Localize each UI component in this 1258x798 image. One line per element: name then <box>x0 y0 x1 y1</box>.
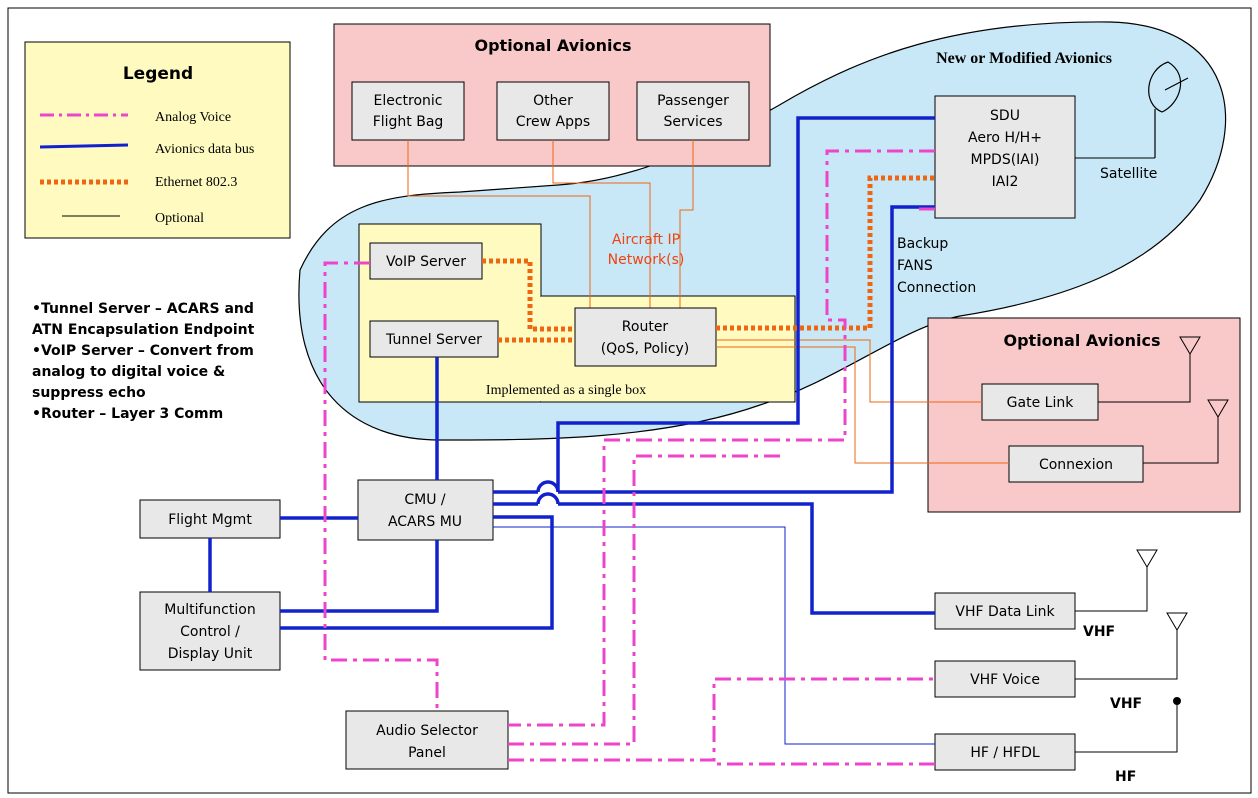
gate-link-antenna-icon <box>1098 336 1201 403</box>
network-label-2: Network(s) <box>608 252 685 268</box>
sdu-label-4: IAI2 <box>992 174 1019 190</box>
vhf-voice-band-label: VHF <box>1110 696 1142 712</box>
satellite-label: Satellite <box>1100 166 1157 182</box>
hf-antenna-icon <box>1075 701 1178 753</box>
gate-link-box <box>981 383 1099 421</box>
satellite-dish-icon <box>1148 61 1189 158</box>
router-box <box>574 307 717 367</box>
legend-data-bus-swatch <box>39 143 129 149</box>
connexion-box <box>1008 445 1144 483</box>
note-line-4: analog to digital voice & <box>32 364 225 380</box>
legend-label-optional: Optional <box>155 211 204 226</box>
flight-mgmt-label: Flight Mgmt <box>168 512 252 528</box>
voip-server-box <box>369 242 483 280</box>
sdu-label-2: Aero H/H+ <box>968 130 1042 146</box>
mcdu-box <box>139 591 281 671</box>
audio-panel-box <box>345 710 509 770</box>
cmu-box <box>357 479 494 541</box>
note-line-2: ATN Encapsulation Endpoint <box>32 322 255 338</box>
vhf-data-link-label: VHF Data Link <box>955 604 1055 620</box>
mcdu-label-2: Control / <box>180 624 240 640</box>
mcdu-label-1: Multifunction <box>164 602 255 618</box>
gate-link-label: Gate Link <box>1007 395 1075 411</box>
flight-mgmt-box <box>139 499 281 539</box>
sdu-label-3: MPDS(IAI) <box>971 152 1040 168</box>
crew-apps-label-1: Other <box>533 93 573 109</box>
router-label-1: Router <box>622 319 669 335</box>
note-line-3: •VoIP Server – Convert from <box>32 343 254 359</box>
legend-label-data-bus: Avionics data bus <box>155 142 254 157</box>
backup-label-2: FANS <box>897 258 933 274</box>
analog-voice-lines <box>323 149 935 766</box>
crew-apps-label-2: Crew Apps <box>516 114 590 130</box>
network-label-1: Aircraft IP <box>612 232 680 248</box>
legend-label-analog-voice: Analog Voice <box>155 110 231 125</box>
audio-panel-label-1: Audio Selector <box>376 723 478 739</box>
backup-label-3: Connection <box>897 280 976 296</box>
vhf-voice-label: VHF Voice <box>970 672 1040 688</box>
voip-server-label: VoIP Server <box>386 254 466 270</box>
backup-label-1: Backup <box>897 236 948 252</box>
passenger-services-box <box>636 81 750 141</box>
sdu-label-1: SDU <box>990 108 1020 124</box>
crew-apps-box <box>496 81 610 141</box>
hf-band-label: HF <box>1115 769 1136 785</box>
cmu-to-hf-optional-line <box>493 526 935 745</box>
connexion-antenna-icon <box>1143 399 1229 464</box>
optional-avionics-top-title: Optional Avionics <box>474 36 631 55</box>
connexion-label: Connexion <box>1039 457 1113 473</box>
tunnel-server-label: Tunnel Server <box>385 332 482 348</box>
note-line-6: •Router – Layer 3 Comm <box>32 406 223 422</box>
cmu-label-1: CMU / <box>404 492 446 508</box>
vhf-data-antenna-icon <box>1075 549 1158 612</box>
note-line-1: •Tunnel Server – ACARS and <box>32 301 254 317</box>
vhf-data-band-label: VHF <box>1083 624 1115 640</box>
avionics-data-bus-lines <box>208 116 935 630</box>
mcdu-label-3: Display Unit <box>168 646 253 662</box>
optional-avionics-right-title: Optional Avionics <box>1003 331 1160 350</box>
hf-hfdl-box <box>934 733 1076 771</box>
note-line-5: suppress echo <box>32 385 146 401</box>
efb-label-1: Electronic <box>373 93 442 109</box>
single-box-caption: Implemented as a single box <box>486 383 646 398</box>
audio-panel-label-2: Panel <box>408 745 446 761</box>
new-avionics-title: New or Modified Avionics <box>936 50 1112 67</box>
notes-block: •Tunnel Server – ACARS and ATN Encapsula… <box>32 301 255 422</box>
sdu-box <box>934 95 1076 219</box>
vhf-voice-antenna-icon <box>1075 612 1188 680</box>
passenger-services-label-1: Passenger <box>657 93 729 109</box>
ethernet-lines <box>482 175 935 343</box>
passenger-services-label-2: Services <box>663 114 722 130</box>
cmu-label-2: ACARS MU <box>388 514 462 530</box>
vhf-data-link-box <box>934 592 1076 630</box>
router-label-2: (QoS, Policy) <box>601 341 690 357</box>
tunnel-server-box <box>369 320 499 358</box>
optional-network-lines <box>407 140 694 308</box>
optional-router-to-right-lines <box>716 339 1009 464</box>
hf-hfdl-label: HF / HFDL <box>970 745 1040 761</box>
efb-box <box>351 81 465 141</box>
hf-antenna-tip <box>1173 697 1181 705</box>
legend-panel <box>24 41 291 239</box>
legend-title: Legend <box>123 64 193 84</box>
legend-label-ethernet: Ethernet 802.3 <box>155 175 237 190</box>
vhf-voice-box <box>934 660 1076 698</box>
efb-label-2: Flight Bag <box>373 114 444 130</box>
